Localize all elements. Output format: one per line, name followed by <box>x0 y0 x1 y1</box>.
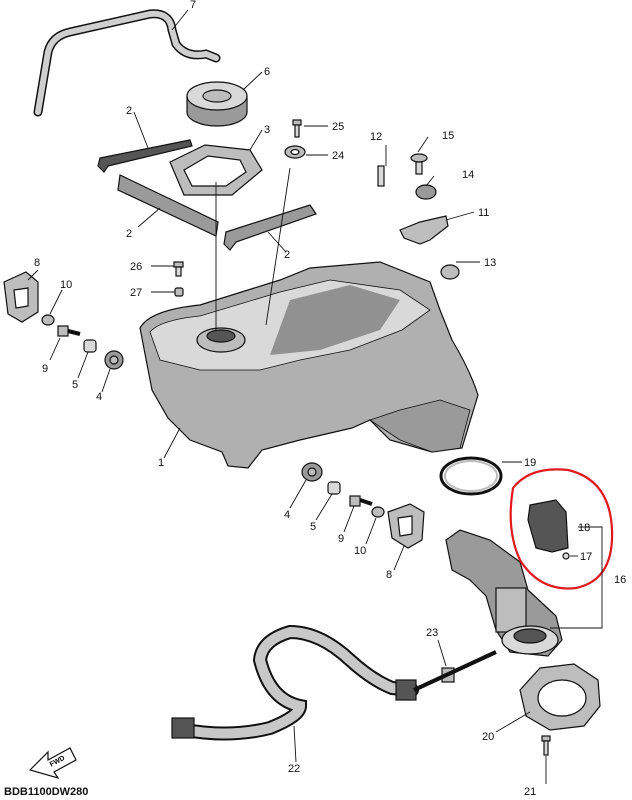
part-18-filter <box>527 499 569 553</box>
part-20-gasket-plate <box>519 663 601 731</box>
callout-3: 3 <box>264 124 270 136</box>
part-16-fuel-pump <box>445 529 563 657</box>
callout-27: 27 <box>130 287 142 299</box>
callout-10: 10 <box>60 279 72 291</box>
part-8-damper-left <box>3 271 39 323</box>
callout-11: 11 <box>478 207 489 219</box>
part-13-nut <box>440 264 460 280</box>
part-22-fuel-hose <box>171 624 497 741</box>
part-27-collar <box>174 287 184 297</box>
part-25-bolt <box>292 119 302 138</box>
callout-22: 22 <box>288 763 300 775</box>
callout-15: 15 <box>442 130 454 142</box>
callout-2c: 2 <box>284 249 290 261</box>
callout-1: 1 <box>158 457 164 469</box>
callout-25: 25 <box>332 121 344 133</box>
callout-8b: 8 <box>386 569 392 581</box>
part-7-breather-hose <box>33 9 221 117</box>
part-21-bolt <box>541 735 551 756</box>
callout-6: 6 <box>264 66 270 78</box>
part-6-fuel-cap <box>186 81 248 127</box>
part-10-collar-left <box>41 314 55 326</box>
diagram-code: BDB1100DW280 <box>4 786 88 798</box>
callout-10b: 10 <box>354 545 366 557</box>
part-8-damper-right <box>387 503 425 549</box>
callout-4: 4 <box>96 391 102 403</box>
part-11-bracket <box>399 215 449 245</box>
forward-arrow-icon: FWD <box>28 747 77 780</box>
part-9-bolt-left <box>57 325 81 337</box>
callout-9: 9 <box>42 363 48 375</box>
callout-12: 12 <box>370 131 382 143</box>
callout-17: 17 <box>580 551 592 563</box>
callout-labels: 7 6 2 3 25 24 12 15 14 11 2 2 13 26 27 8… <box>34 0 626 798</box>
part-4-damper-right <box>301 462 323 482</box>
part-3-cap-seal <box>169 144 263 196</box>
callout-7: 7 <box>190 0 196 11</box>
part-5-collar-right <box>327 481 341 495</box>
callout-2: 2 <box>126 105 132 117</box>
part-1-fuel-tank <box>139 167 479 469</box>
highlight-circle <box>509 468 614 590</box>
part-26-bolt <box>173 261 184 277</box>
part-12-bolt <box>377 165 385 187</box>
callout-14: 14 <box>462 169 474 181</box>
part-24-grommet <box>284 145 306 159</box>
callout-24: 24 <box>332 150 344 162</box>
part-15-bolt <box>410 153 428 175</box>
part-17-clip <box>562 552 570 560</box>
callout-26: 26 <box>130 261 142 273</box>
callout-8: 8 <box>34 257 40 269</box>
callout-23: 23 <box>426 627 438 639</box>
callout-13: 13 <box>484 257 496 269</box>
part-5-collar-left <box>83 339 97 353</box>
part-9-bolt-right <box>349 495 373 507</box>
callout-5b: 5 <box>310 521 316 533</box>
callout-20: 20 <box>482 731 494 743</box>
callout-21: 21 <box>524 786 536 798</box>
callout-5: 5 <box>72 379 78 391</box>
part-4-damper-left <box>104 350 124 370</box>
leader-lines <box>27 9 603 784</box>
callout-9b: 9 <box>338 533 344 545</box>
callout-16: 16 <box>614 574 626 586</box>
part-19-gasket <box>439 456 503 496</box>
callout-4b: 4 <box>284 509 290 521</box>
callout-18: 18 <box>578 522 590 534</box>
part-10-collar-right <box>371 506 385 518</box>
callout-19: 19 <box>524 457 536 469</box>
callout-2b: 2 <box>126 228 132 240</box>
part-14-damper <box>415 184 437 200</box>
